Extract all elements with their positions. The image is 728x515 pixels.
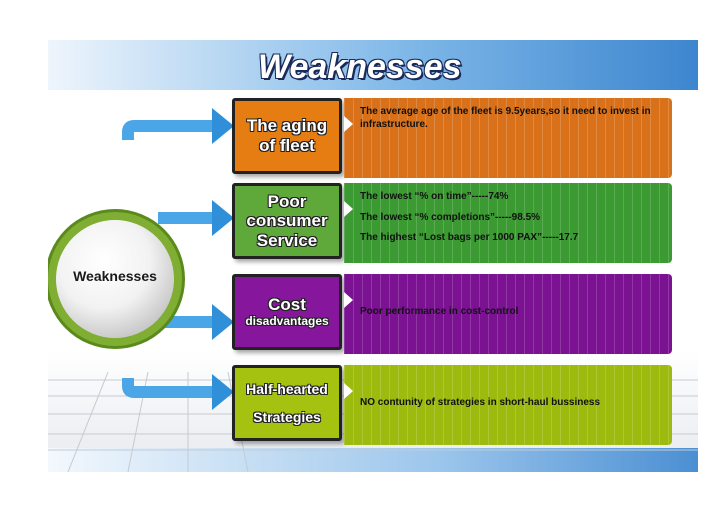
weakness-row-cost: Cost disadvantages Poor performance in c… — [232, 274, 672, 354]
weakness-label-line: of fleet — [259, 136, 315, 155]
weakness-label-box: Half-hearted Strategies — [232, 365, 342, 441]
header-band — [48, 40, 698, 90]
weakness-detail-box: Poor performance in cost-control — [344, 274, 672, 354]
footer-band — [48, 448, 698, 472]
center-node: Weaknesses — [56, 220, 174, 338]
arrow-head-1 — [212, 108, 234, 144]
weakness-row-strategies: Half-hearted Strategies NO contunity of … — [232, 365, 672, 445]
weakness-label-line: consumer — [246, 211, 328, 231]
weakness-label-box: The aging of fleet — [232, 98, 342, 174]
weakness-detail-box: NO contunity of strategies in short-haul… — [344, 365, 672, 445]
connector-branch-1 — [122, 120, 216, 140]
pointer-triangle — [344, 201, 353, 217]
weakness-detail-text: NO contunity of strategies in short-haul… — [360, 397, 601, 408]
arrow-head-3 — [212, 304, 234, 340]
weakness-detail-text: The lowest “% on time”-----74% — [360, 191, 509, 202]
pointer-triangle — [344, 292, 353, 308]
weakness-row-aging-fleet: The aging of fleet The average age of th… — [232, 98, 672, 178]
pointer-triangle — [344, 116, 353, 132]
weakness-label-line: Cost — [268, 295, 306, 315]
arrow-head-4 — [212, 374, 234, 410]
weakness-label-line: Strategies — [253, 409, 321, 425]
weakness-detail-box: The average age of the fleet is 9.5years… — [344, 98, 672, 178]
slide-title: Weaknesses — [258, 48, 462, 86]
weakness-detail-text: Poor performance in cost-control — [360, 306, 519, 317]
weakness-detail-text: The highest “Lost bags per 1000 PAX”----… — [360, 232, 579, 243]
arrow-head-2 — [212, 200, 234, 236]
connector-branch-4 — [122, 378, 216, 398]
weakness-row-consumer-service: Poor consumer Service The lowest “% on t… — [232, 183, 672, 263]
weakness-label-line: The aging — [246, 116, 328, 136]
weakness-detail-text: The average age of the fleet is 9.5years… — [360, 106, 651, 130]
weakness-label-box: Cost disadvantages — [232, 274, 342, 350]
weakness-label-line: Half-hearted — [246, 380, 328, 397]
weakness-label-line: Poor — [267, 191, 307, 211]
center-label: Weaknesses — [73, 268, 157, 284]
weakness-label-box: Poor consumer Service — [232, 183, 342, 259]
weakness-label-line: Service — [256, 230, 318, 250]
weakness-detail-box: The lowest “% on time”-----74% The lowes… — [344, 183, 672, 263]
weakness-detail-text: The lowest “% completions”-----98.5% — [360, 211, 541, 223]
weakness-label-line: disadvantages — [245, 313, 329, 328]
pointer-triangle — [344, 383, 353, 399]
